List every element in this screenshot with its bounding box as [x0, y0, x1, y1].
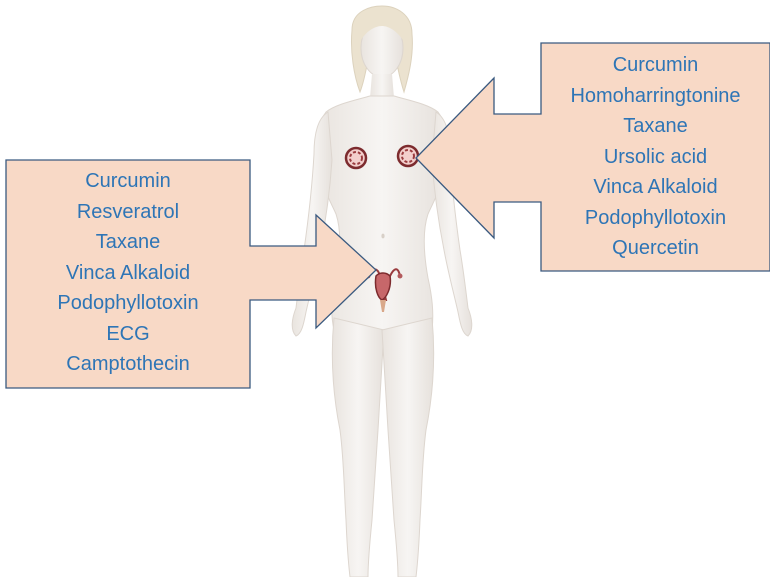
compound-label: Ursolic acid	[541, 142, 770, 173]
right-leg	[382, 318, 434, 577]
uterus-compound-list: Curcumin Resveratrol Taxane Vinca Alkalo…	[6, 166, 250, 380]
compound-label: Podophyllotoxin	[6, 288, 250, 319]
left-leg	[332, 318, 384, 577]
neck	[370, 74, 394, 98]
compound-label: Podophyllotoxin	[541, 203, 770, 234]
compound-label: Camptothecin	[6, 349, 250, 380]
compound-label: ECG	[6, 319, 250, 350]
compound-label: Curcumin	[541, 50, 770, 81]
compound-label: Homoharringtonine	[541, 81, 770, 112]
compound-label: Taxane	[6, 227, 250, 258]
compound-label: Vinca Alkaloid	[6, 258, 250, 289]
navel	[381, 234, 384, 239]
compound-label: Quercetin	[541, 233, 770, 264]
compound-label: Taxane	[541, 111, 770, 142]
compound-label: Curcumin	[6, 166, 250, 197]
compound-label: Resveratrol	[6, 197, 250, 228]
compound-label: Vinca Alkaloid	[541, 172, 770, 203]
breast-compound-list: Curcumin Homoharringtonine Taxane Ursoli…	[541, 50, 770, 264]
